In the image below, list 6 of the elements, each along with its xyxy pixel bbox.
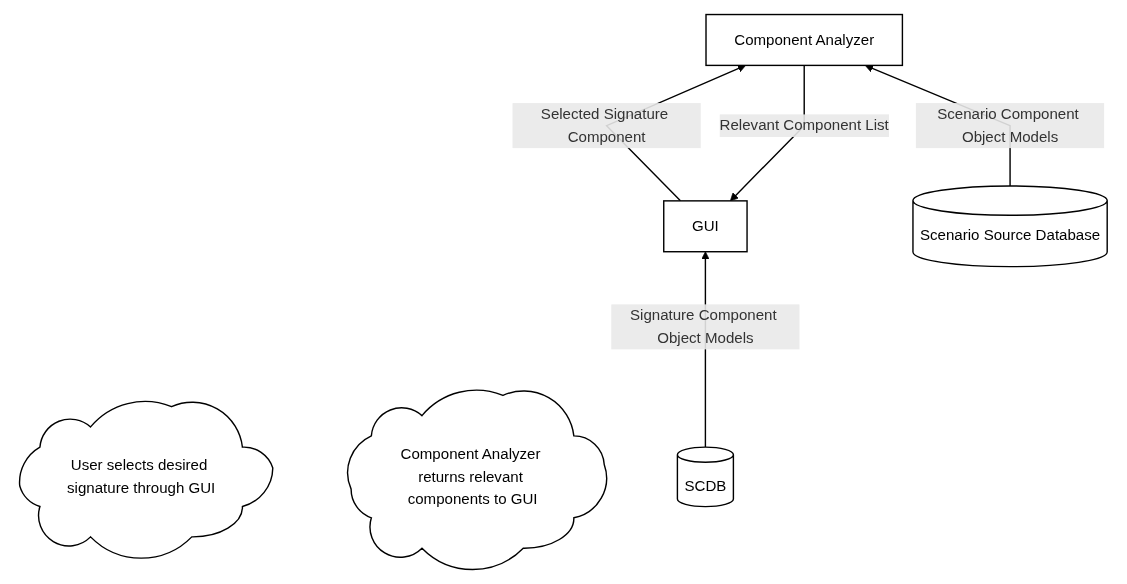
node-box: GUI [663,200,748,253]
node-box: Component Analyzer [705,13,904,67]
edge-label: Relevant Component List [719,117,889,134]
edge-label: Scenario Component Object Models [937,105,1079,145]
edge-label: Signature Component Object Models [630,307,777,346]
edge-label: Selected Signature Component [540,105,669,145]
